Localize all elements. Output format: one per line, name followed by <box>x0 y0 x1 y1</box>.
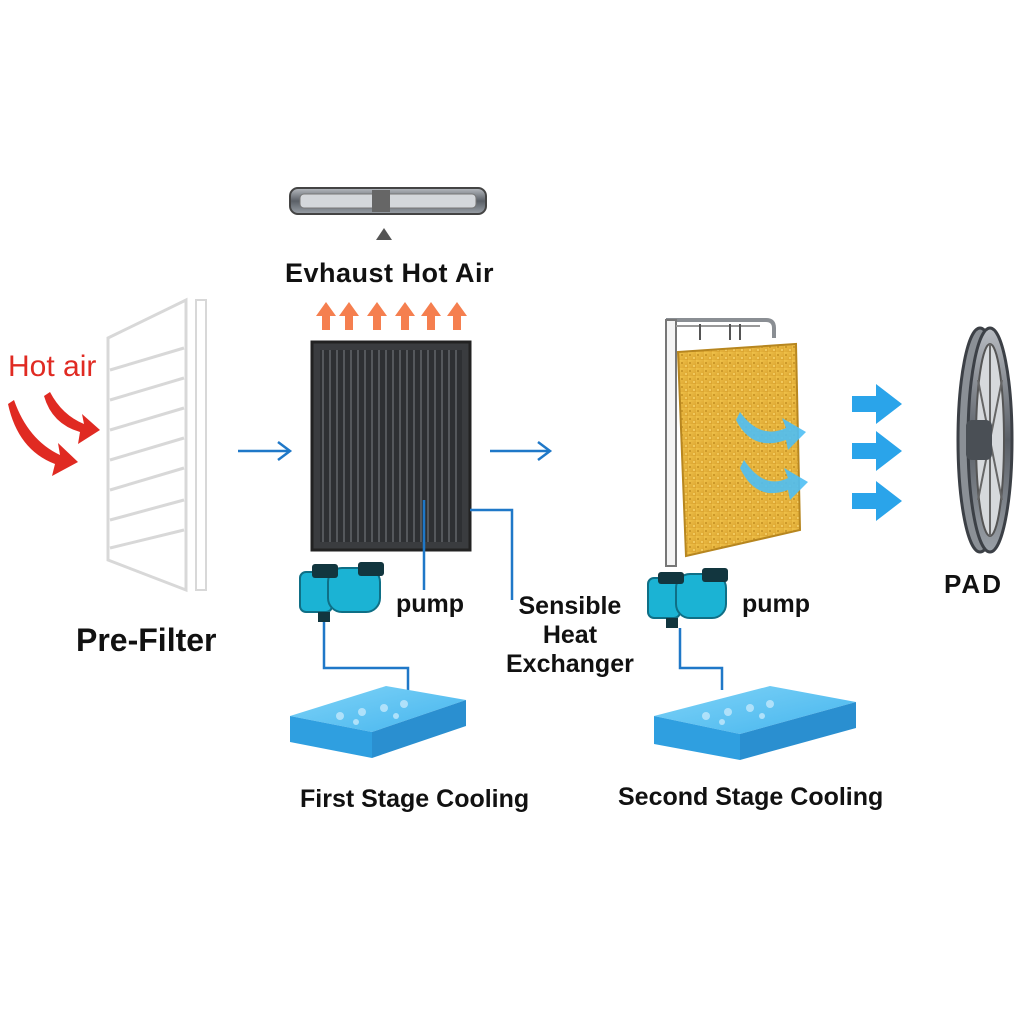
pad-frame <box>665 318 776 567</box>
first-stage-label: First Stage Cooling <box>300 785 530 813</box>
second-stage-label: Second Stage Cooling <box>618 783 884 811</box>
flow-arrow-2 <box>490 441 553 461</box>
pump-left <box>299 562 384 622</box>
heat-exchanger-label-line-2: Heat <box>542 621 598 649</box>
heat-exchanger <box>310 340 472 552</box>
exhaust-arrows <box>316 302 467 330</box>
exhaust-label: Evhaust Hot Air <box>285 258 495 288</box>
hot-air-arrows <box>8 392 100 476</box>
pump-right-label: pump <box>742 590 811 618</box>
pad-air-arrows <box>736 412 808 500</box>
hot-air-label: Hot air <box>8 350 97 383</box>
pipe-right <box>678 628 724 690</box>
pre-filter-panel <box>106 297 207 593</box>
up-triangle-icon <box>376 228 392 240</box>
pre-filter-label: Pre-Filter <box>76 622 217 658</box>
tank-right <box>654 686 856 760</box>
heat-exchanger-label-line-1: Sensible <box>518 592 622 620</box>
tank-left <box>290 686 466 758</box>
pad-media <box>676 342 802 558</box>
output-fan <box>956 326 1014 554</box>
pipe-left <box>322 622 410 690</box>
pump-left-label: pump <box>396 590 465 618</box>
leader-lines <box>422 500 514 600</box>
heat-exchanger-label: Sensible Heat Exchanger <box>506 592 634 679</box>
pad-label: PAD <box>944 569 1003 599</box>
exhaust-fan <box>289 187 487 215</box>
pump-right <box>647 568 728 628</box>
flow-arrow-1 <box>238 441 293 461</box>
heat-exchanger-label-line-3: Exchanger <box>506 650 634 678</box>
cool-air-arrows <box>852 384 902 521</box>
